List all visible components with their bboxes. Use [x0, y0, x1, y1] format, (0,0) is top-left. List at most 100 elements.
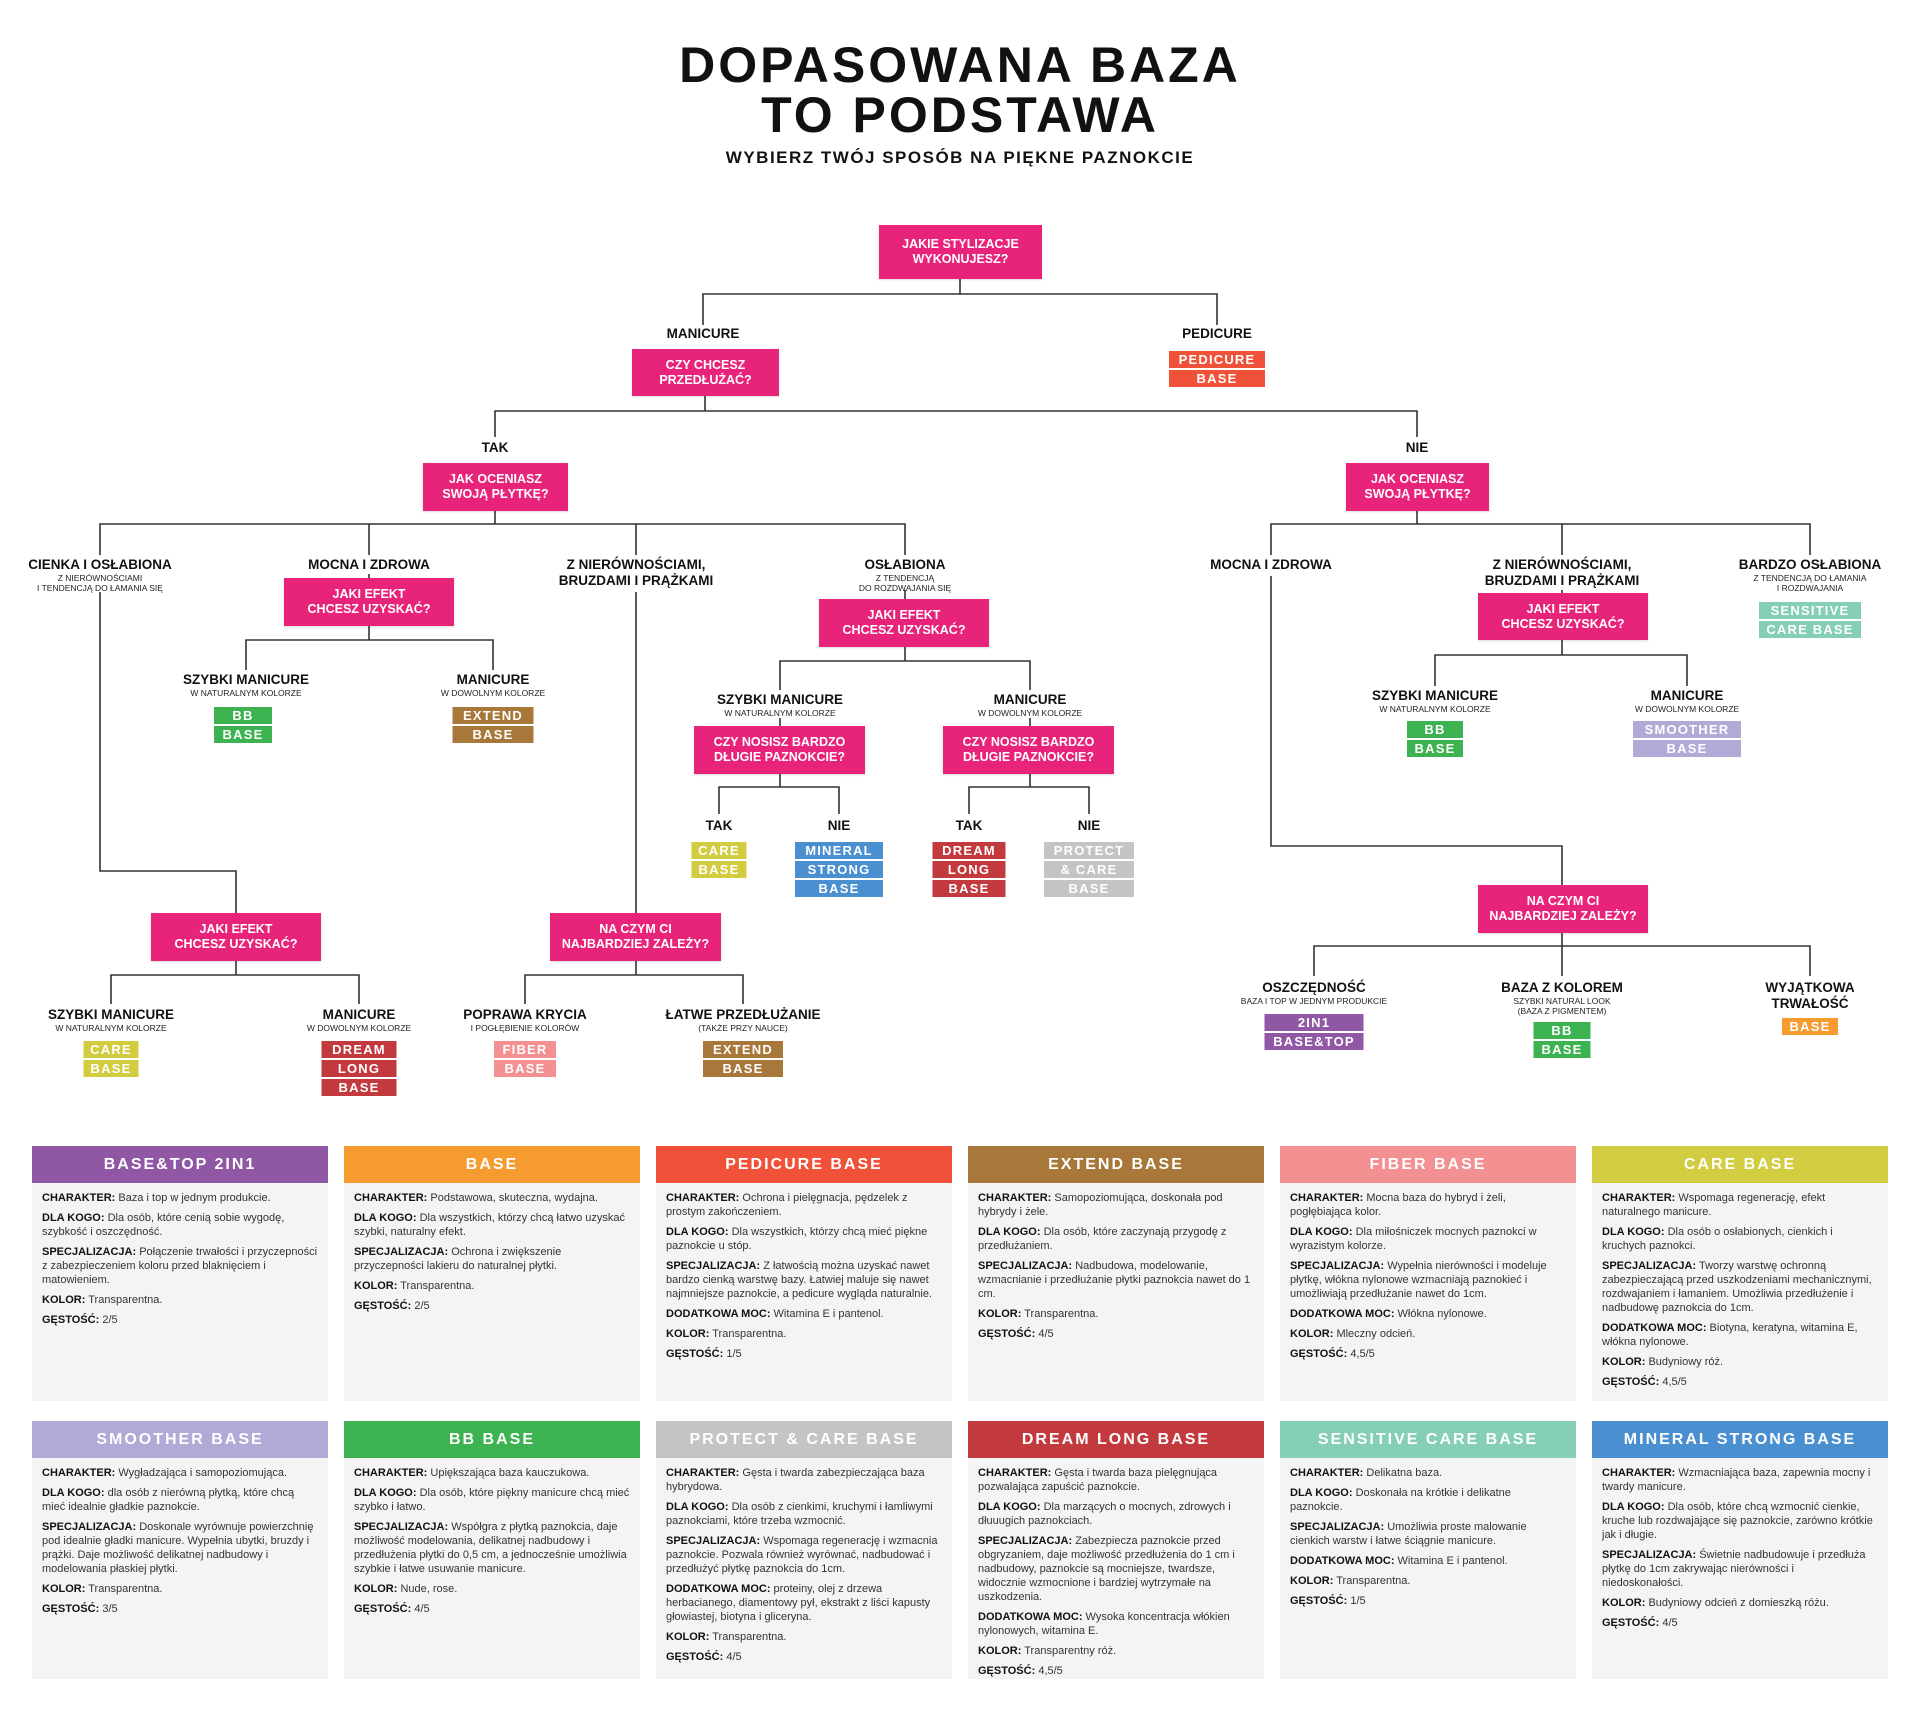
product-tag-line: BASE	[1533, 1041, 1591, 1058]
branch-label-title: TAK	[481, 440, 509, 455]
product-tag-line: BASE	[1782, 1018, 1838, 1035]
field-label: GĘSTOŚĆ:	[1290, 1348, 1348, 1360]
field-value: Ochrona i pielęgnacja, pędzelek z prosty…	[666, 1192, 908, 1218]
branch-label-pedicure: PEDICURE	[1182, 326, 1252, 342]
product-card-field: GĘSTOŚĆ: 2/5	[354, 1299, 630, 1313]
product-card-field: CHARAKTER: Wygładzająca i samopoziomując…	[42, 1466, 318, 1480]
field-label: DODATKOWA MOC:	[1290, 1308, 1395, 1320]
product-card-body: CHARAKTER: Wzmacniająca baza, zapewnia m…	[1592, 1458, 1888, 1644]
branch-label-title: BARDZO OSŁABIONA	[1738, 557, 1882, 572]
branch-label-title: SZYBKI MANICURE	[182, 672, 310, 687]
product-tag-line: MINERAL	[795, 842, 883, 859]
product-card-field: GĘSTOŚĆ: 2/5	[42, 1313, 318, 1327]
branch-label-subtitle: Z NIERÓWNOŚCIAMI I TENDENCJĄ DO ŁAMANIA …	[37, 573, 163, 593]
page-subtitle: WYBIERZ TWÓJ SPOSÓB NA PIĘKNE PAZNOKCIE	[725, 148, 1195, 167]
branch-label-r-wyj: WYJĄTKOWA TRWAŁOŚĆ	[1765, 980, 1854, 1012]
product-tag-line: BASE	[494, 1060, 556, 1077]
field-label: CHARAKTER:	[42, 1192, 116, 1204]
connector-line	[99, 523, 906, 555]
question-box-long-manicure: CZY NOSISZ BARDZO DŁUGIE PAZNOKCIE?	[943, 726, 1114, 774]
field-label: KOLOR:	[666, 1328, 710, 1340]
product-card-field: DLA KOGO: Dla wszystkich, którzy chcą mi…	[666, 1225, 942, 1253]
product-tag-line: 2IN1	[1264, 1014, 1364, 1031]
field-value: Dla osób o osłabionych, cienkich i kruch…	[1602, 1226, 1833, 1252]
field-label: SPECJALIZACJA:	[1290, 1521, 1385, 1533]
product-tag-line: SENSITIVE	[1759, 602, 1861, 619]
branch-label-title: Z NIERÓWNOŚCIAMI, BRUZDAMI I PRĄŻKAMI	[558, 557, 714, 588]
field-label: CHARAKTER:	[354, 1192, 428, 1204]
question-box-extend: CZY CHCESZ PRZEDŁUŻAĆ?	[632, 349, 779, 396]
field-label: CHARAKTER:	[978, 1467, 1052, 1479]
branch-label-title: OSZCZĘDNOŚĆ	[1262, 980, 1366, 995]
branch-label-title: TAK	[705, 818, 733, 833]
product-tag-line: BASE	[452, 726, 534, 743]
field-value: Dla wszystkich, którzy chcą mieć piękne …	[666, 1226, 928, 1252]
branch-label-subtitle: I POGŁĘBIENIE KOLORÓW	[470, 1023, 580, 1033]
branch-label-manicure: MANICURE	[667, 326, 740, 342]
branch-label-subtitle: Z TENDENCJĄ DO ŁAMANIA I ROZDWAJANIA	[1753, 573, 1867, 593]
product-tag-line: EXTEND	[703, 1041, 783, 1058]
product-tag-line: BASE	[83, 1060, 139, 1077]
product-card-field: KOLOR: Transparentna.	[666, 1630, 942, 1644]
field-value: Wzmacniająca baza, zapewnia mocny i twar…	[1602, 1467, 1871, 1493]
branch-label-subtitle: W NATURALNYM KOLORZE	[1379, 704, 1491, 714]
branch-label-title: MOCNA I ZDROWA	[308, 557, 430, 572]
field-value: Gęsta i twarda baza pielęgnująca pozwala…	[978, 1467, 1218, 1493]
field-label: DODATKOWA MOC:	[666, 1583, 771, 1595]
field-value: Świetnie nadbudowuje i przedłuża płytkę …	[1602, 1549, 1866, 1589]
field-value: Współgra z płytką paznokcia, daje możliw…	[354, 1521, 627, 1575]
product-card-title: CARE BASE	[1592, 1146, 1888, 1183]
product-tag-line: BASE	[795, 880, 883, 897]
field-value: Budyniowy odcień z domieszką różu.	[1648, 1597, 1829, 1609]
field-label: SPECJALIZACJA:	[666, 1260, 761, 1272]
branch-label-title: TAK	[955, 818, 983, 833]
product-tag-line: DREAM	[321, 1041, 397, 1058]
product-card-body: CHARAKTER: Wygładzająca i samopoziomując…	[32, 1458, 328, 1630]
field-value: Dla marzących o mocnych, zdrowych i dłuu…	[978, 1501, 1231, 1527]
field-value: Dla wszystkich, którzy chcą łatwo uzyska…	[354, 1212, 625, 1238]
product-card-field: GĘSTOŚĆ: 4/5	[978, 1327, 1254, 1341]
field-label: CHARAKTER:	[978, 1192, 1052, 1204]
question-box-root: JAKIE STYLIZACJE WYKONUJESZ?	[879, 225, 1042, 279]
product-card-field: SPECJALIZACJA: Umożliwia proste malowani…	[1290, 1520, 1566, 1548]
connector-line	[779, 660, 1031, 690]
field-label: KOLOR:	[1290, 1328, 1334, 1340]
field-label: KOLOR:	[42, 1583, 86, 1595]
product-tag-line: BASE	[1044, 880, 1134, 897]
field-label: SPECJALIZACJA:	[978, 1260, 1073, 1272]
product-card-field: DODATKOWA MOC: proteiny, olej z drzewa h…	[666, 1582, 942, 1624]
connector-line	[1270, 523, 1811, 555]
field-value: Samopoziomująca, doskonała pod hybrydy i…	[978, 1192, 1223, 1218]
product-card-field: DODATKOWA MOC: Witamina E i pantenol.	[1290, 1554, 1566, 1568]
field-label: SPECJALIZACJA:	[666, 1535, 761, 1547]
product-card-field: CHARAKTER: Delikatna baza.	[1290, 1466, 1566, 1480]
field-label: SPECJALIZACJA:	[42, 1521, 137, 1533]
branch-label-title: MANICURE	[456, 672, 530, 687]
product-card-field: DLA KOGO: Dla osób z cienkimi, kruchymi …	[666, 1500, 942, 1528]
question-box-long-szybki: CZY NOSISZ BARDZO DŁUGIE PAZNOKCIE?	[694, 726, 865, 774]
field-label: GĘSTOŚĆ:	[354, 1300, 412, 1312]
branch-label-subtitle: W NATURALNYM KOLORZE	[724, 708, 836, 718]
branch-label-title: SZYBKI MANICURE	[1371, 688, 1499, 703]
field-value: Dla osób, które cenią sobie wygodę, szyb…	[42, 1212, 285, 1238]
product-card-field: SPECJALIZACJA: Tworzy warstwę ochronną z…	[1602, 1259, 1878, 1315]
product-card-body: CHARAKTER: Gęsta i twarda zabezpieczając…	[656, 1458, 952, 1678]
product-card-field: DLA KOGO: Dla osób, które piękny manicur…	[354, 1486, 630, 1514]
product-card-field: GĘSTOŚĆ: 1/5	[666, 1347, 942, 1361]
question-box-effect-cienka: JAKI EFEKT CHCESZ UZYSKAĆ?	[151, 913, 321, 961]
field-value: dla osób z nierówną płytką, które chcą m…	[42, 1487, 295, 1513]
field-value: 4,5/5	[1038, 1665, 1063, 1677]
product-card-field: SPECJALIZACJA: Nadbudowa, modelowanie, w…	[978, 1259, 1254, 1301]
branch-label-title: OSŁABIONA	[864, 557, 946, 572]
